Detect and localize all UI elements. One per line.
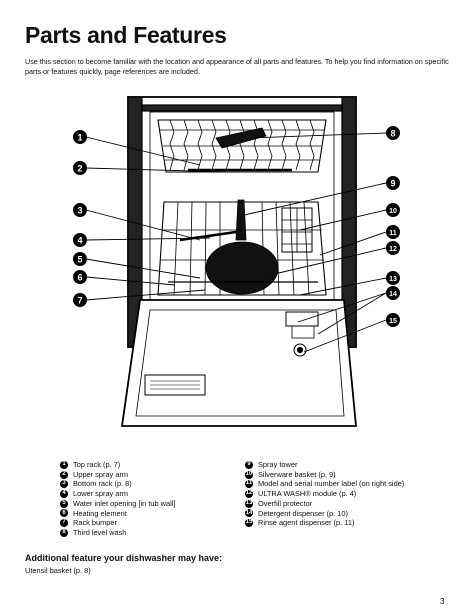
svg-text:14: 14 <box>389 291 397 298</box>
callout-15: 15 <box>386 313 400 327</box>
svg-text:4: 4 <box>77 236 82 246</box>
callout-9: 9 <box>386 176 400 190</box>
callout-7: 7 <box>73 293 87 307</box>
svg-text:5: 5 <box>77 255 82 265</box>
intro-paragraph: Use this section to become familiar with… <box>25 57 449 76</box>
svg-text:3: 3 <box>77 206 82 216</box>
callout-10: 10 <box>386 203 400 217</box>
callout-11: 11 <box>386 225 400 239</box>
svg-text:13: 13 <box>389 276 397 283</box>
svg-text:15: 15 <box>389 318 397 325</box>
open-door <box>120 299 357 427</box>
svg-text:8: 8 <box>390 129 395 139</box>
callout-12: 12 <box>386 241 400 255</box>
callout-6: 6 <box>73 270 87 284</box>
callout-1: 1 <box>73 130 87 144</box>
additional-feature-item: Utensil basket (p. 8) <box>25 566 91 575</box>
callout-14: 14 <box>386 286 400 300</box>
callout-8: 8 <box>386 126 400 140</box>
callout-5: 5 <box>73 252 87 266</box>
top-rack <box>157 119 327 173</box>
svg-text:7: 7 <box>77 296 82 306</box>
callout-2: 2 <box>73 161 87 175</box>
svg-text:12: 12 <box>389 246 397 253</box>
additional-feature-heading: Additional feature your dishwasher may h… <box>25 553 223 563</box>
callout-13: 13 <box>386 271 400 285</box>
svg-text:6: 6 <box>77 273 82 283</box>
callout-3: 3 <box>73 203 87 217</box>
page-title: Parts and Features <box>25 22 227 48</box>
svg-text:1: 1 <box>77 133 82 143</box>
page-number: 3 <box>440 597 445 606</box>
svg-text:9: 9 <box>390 179 395 189</box>
svg-text:10: 10 <box>389 208 397 215</box>
svg-text:2: 2 <box>77 164 82 174</box>
dishwasher-diagram: 1 2 3 4 5 6 7 8 9 10 11 12 13 14 15 <box>73 96 400 427</box>
svg-text:11: 11 <box>389 230 397 237</box>
callout-4: 4 <box>73 233 87 247</box>
